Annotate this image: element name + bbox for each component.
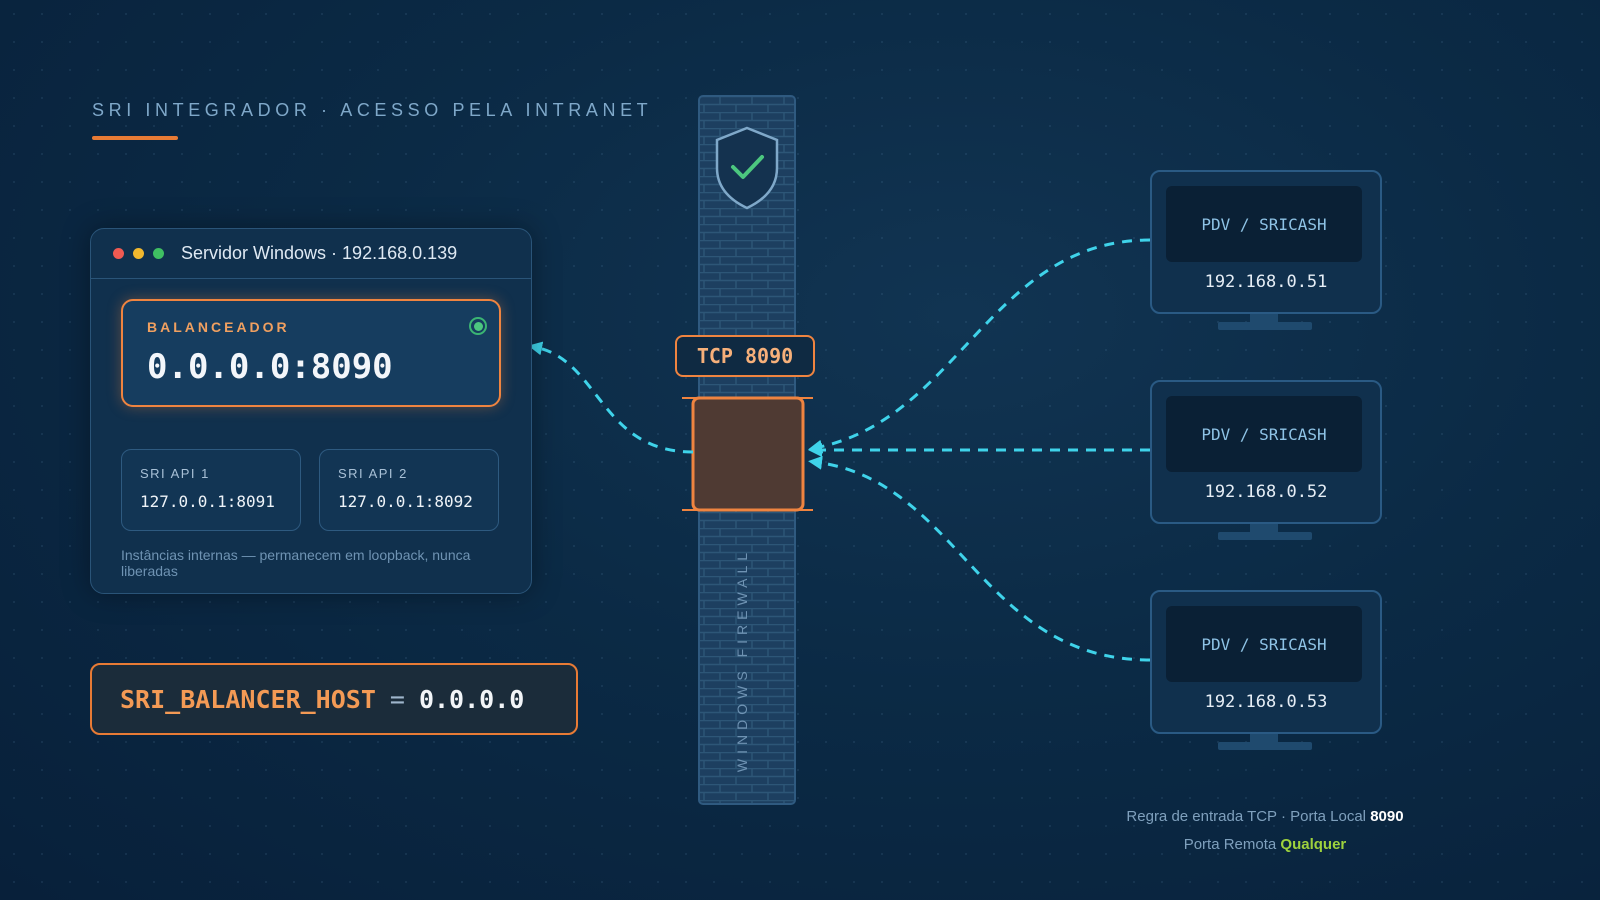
rule-remote-prefix: Porta Remota bbox=[1183, 836, 1277, 853]
shield-check-icon bbox=[715, 126, 779, 210]
flow-client-1 bbox=[808, 238, 1151, 454]
flow-gate-to-balancer bbox=[528, 341, 694, 454]
firewall-label: WINDOWS FIREWALL bbox=[734, 547, 750, 773]
api-address: 127.0.0.1:8092 bbox=[338, 492, 473, 511]
client-name: PDV / SRICASH bbox=[1166, 606, 1362, 682]
minimize-dot-icon bbox=[133, 248, 144, 259]
env-variable-box: SRI_BALANCER_HOST = 0.0.0.0 bbox=[90, 663, 578, 735]
server-window-header: Servidor Windows · 192.168.0.139 bbox=[91, 229, 531, 279]
firewall-port-gate bbox=[682, 396, 813, 512]
client-ip: 192.168.0.52 bbox=[1204, 482, 1328, 502]
monitor-stands bbox=[1218, 312, 1312, 750]
server-note: Instâncias internas — permanecem em loop… bbox=[121, 547, 471, 579]
server-window: Servidor Windows · 192.168.0.139 BALANCE… bbox=[90, 228, 532, 594]
client-ip: 192.168.0.51 bbox=[1204, 272, 1328, 292]
env-key: SRI_BALANCER_HOST bbox=[120, 684, 376, 714]
title-underline bbox=[92, 136, 178, 140]
rule-line-2: Porta Remota Qualquer bbox=[1110, 831, 1420, 859]
firewall-port-label: TCP 8090 bbox=[675, 335, 815, 377]
env-operator: = bbox=[389, 684, 405, 714]
client-ip: 192.168.0.53 bbox=[1204, 692, 1328, 712]
balancer-address: 0.0.0.0:8090 bbox=[147, 347, 393, 387]
close-dot-icon bbox=[113, 248, 124, 259]
rule-line-1: Regra de entrada TCP · Porta Local 8090 bbox=[1110, 803, 1420, 831]
api-card-1: SRI API 1 127.0.0.1:8091 bbox=[121, 449, 301, 531]
rule-remote-port: Qualquer bbox=[1280, 836, 1347, 853]
firewall-rule-caption: Regra de entrada TCP · Porta Local 8090 … bbox=[1110, 803, 1420, 859]
client-name: PDV / SRICASH bbox=[1166, 396, 1362, 472]
rule-local-prefix: Regra de entrada TCP · Porta Local bbox=[1126, 808, 1367, 825]
flow-client-3 bbox=[808, 455, 1151, 662]
balancer-label: BALANCEADOR bbox=[147, 319, 290, 335]
client-pc-1: PDV / SRICASH 192.168.0.51 bbox=[1150, 170, 1382, 314]
env-value: 0.0.0.0 bbox=[418, 684, 525, 714]
status-online-icon bbox=[469, 317, 487, 335]
api-label: SRI API 1 bbox=[140, 466, 210, 481]
api-address: 127.0.0.1:8091 bbox=[140, 492, 275, 511]
api-card-2: SRI API 2 127.0.0.1:8092 bbox=[319, 449, 499, 531]
api-label: SRI API 2 bbox=[338, 466, 408, 481]
maximize-dot-icon bbox=[153, 248, 164, 259]
client-pc-3: PDV / SRICASH 192.168.0.53 bbox=[1150, 590, 1382, 734]
balancer-card: BALANCEADOR 0.0.0.0:8090 bbox=[121, 299, 501, 407]
client-name: PDV / SRICASH bbox=[1166, 186, 1362, 262]
client-flows bbox=[528, 238, 1151, 662]
server-window-title: Servidor Windows · 192.168.0.139 bbox=[181, 243, 458, 263]
rule-local-port: 8090 bbox=[1370, 808, 1404, 825]
page-title: SRI INTEGRADOR · ACESSO PELA INTRANET bbox=[92, 100, 653, 120]
client-pc-2: PDV / SRICASH 192.168.0.52 bbox=[1150, 380, 1382, 524]
